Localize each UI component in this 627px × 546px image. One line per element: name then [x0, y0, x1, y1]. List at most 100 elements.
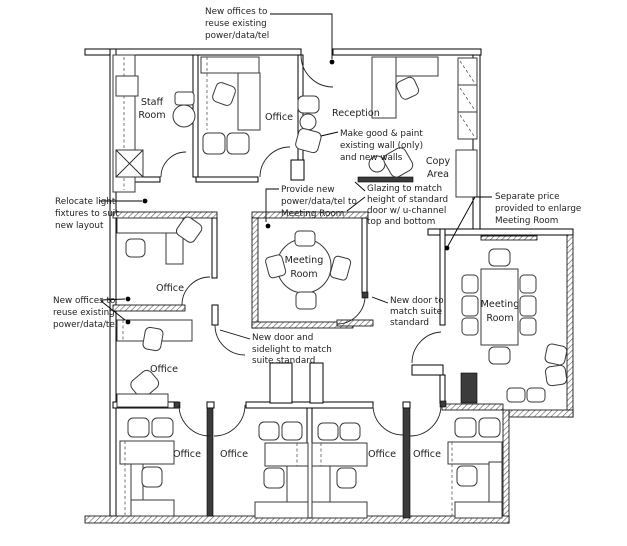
door-staff-room [160, 151, 187, 178]
staff-room-furniture [112, 54, 196, 193]
office-b2-furniture [254, 421, 309, 519]
door-arcs [160, 54, 442, 437]
office-lowerleft-furniture [116, 319, 193, 408]
svg-text:door w/ u-channel: door w/ u-channel [367, 206, 446, 216]
reception-label: Reception [332, 108, 380, 119]
meeting-room-center-furniture [265, 230, 352, 310]
divider-office3-4 [402, 407, 411, 519]
newwall-office-midleft-bottom [112, 304, 186, 312]
door-corridor [214, 324, 246, 356]
door-meetingC [336, 295, 366, 325]
annotation-new-offices-top: New offices to [205, 7, 267, 17]
svg-text:top and bottom: top and bottom [367, 217, 435, 227]
wall-sidelight [211, 304, 219, 326]
door-office-midleft [181, 276, 211, 306]
svg-text:match suite: match suite [390, 307, 442, 317]
svg-text:power/data/tel: power/data/tel [205, 31, 269, 41]
annotation-glazing: Glazing to match [367, 184, 442, 194]
office-b1-furniture [119, 417, 175, 517]
svg-text:Room: Room [138, 110, 165, 121]
svg-text:power/data/tel: power/data/tel [53, 320, 117, 330]
meeting-room-center-label: Meeting [285, 255, 324, 266]
meeting-room-right-furniture [461, 248, 568, 403]
sidelight-pillar-1 [269, 362, 293, 404]
svg-text:fixtures to suit: fixtures to suit [55, 209, 119, 219]
door-office-b1 [178, 404, 211, 437]
door-office-b4 [409, 404, 442, 437]
jamb-block-2 [439, 400, 447, 408]
newwall-meetingC-doorleaf [336, 319, 374, 327]
door-reception-entry [300, 54, 334, 88]
door-office-b2 [213, 404, 246, 437]
sidelight-pillar-2 [309, 362, 324, 404]
door-meetingR [411, 331, 442, 364]
svg-text:Room: Room [486, 313, 513, 324]
office-lowerleft-label: Office [150, 364, 178, 375]
wall-top-left [84, 48, 302, 56]
office-b4-label: Office [413, 449, 441, 460]
wall-stub [411, 364, 444, 376]
svg-text:Area: Area [427, 169, 449, 180]
office-midleft-furniture [116, 216, 203, 265]
svg-text:and new walls: and new walls [340, 153, 403, 163]
svg-text:reuse existing: reuse existing [53, 308, 115, 318]
jamb-block-1 [173, 401, 181, 409]
wall-meeting-center-right [361, 217, 368, 294]
newwall-glazing-strip [480, 235, 538, 241]
svg-text:Meeting Room: Meeting Room [281, 209, 344, 219]
office-midleft-label: Office [156, 283, 184, 294]
svg-text:suite standard: suite standard [252, 356, 315, 366]
door-office-top [259, 146, 291, 178]
newwall-meetingR-bottom [508, 409, 574, 418]
door-office-b3 [372, 404, 404, 436]
svg-text:reuse existing: reuse existing [205, 19, 267, 29]
wall-meeting-right-left-upper [439, 228, 446, 326]
copy-area-label: Copy [426, 156, 451, 167]
annotation-relocate-light: Relocate light [55, 197, 116, 207]
glazing-screen [357, 176, 414, 183]
wall-pier-reception [290, 159, 305, 181]
office-top-label: Office [265, 112, 293, 123]
column [460, 372, 478, 404]
svg-text:new layout: new layout [55, 221, 104, 231]
annotation-separate-price: Separate price [495, 192, 560, 202]
wall-office-midleft-right [211, 217, 218, 279]
newwall-office4-top [441, 403, 504, 411]
newwall-office-midleft-top [112, 211, 218, 219]
office-b2-label: Office [220, 449, 248, 460]
wall-meeting-right-top [427, 228, 574, 236]
wall-office-top-bottom [195, 176, 259, 183]
svg-text:sidelight to match: sidelight to match [252, 345, 332, 355]
svg-text:provided to enlarge: provided to enlarge [495, 204, 581, 214]
svg-text:existing wall (only): existing wall (only) [340, 141, 423, 151]
divider-office1-2 [206, 407, 214, 517]
reception-furniture [295, 56, 439, 178]
wall-top-right [332, 48, 482, 56]
annotation-text: New offices to reuse existing power/data… [53, 7, 581, 366]
annotation-leaders [99, 13, 492, 340]
newwall-meetingC-top [251, 211, 369, 219]
wall-jamb-2 [402, 401, 411, 409]
annotation-new-door-match: New door to [390, 296, 444, 306]
newwall-meetingC-left [251, 217, 259, 329]
newwall-office4-right [502, 409, 510, 524]
office-top-furniture [200, 56, 261, 155]
annotation-new-offices-left: New offices to [53, 296, 115, 306]
svg-text:Meeting Room: Meeting Room [495, 216, 558, 226]
newwall-meetingR-right [566, 234, 574, 418]
svg-text:power/data/tel to: power/data/tel to [281, 197, 357, 207]
staff-room-label: Staff [141, 97, 164, 108]
svg-text:standard: standard [390, 318, 429, 328]
svg-text:height of standard: height of standard [367, 195, 448, 205]
wall-jamb-1 [206, 401, 215, 409]
office-b1-label: Office [173, 449, 201, 460]
meeting-room-right-label: Meeting [481, 299, 520, 310]
annotation-provide-new: Provide new [281, 185, 335, 195]
room-labels: Staff Room Office Reception Copy Area Me… [138, 97, 519, 460]
office-b4-furniture [447, 417, 503, 519]
annotation-new-door-sidelight: New door and [252, 333, 313, 343]
office-b3-furniture [311, 422, 368, 519]
annotation-make-good: Make good & paint [340, 129, 423, 139]
svg-text:Room: Room [290, 269, 317, 280]
